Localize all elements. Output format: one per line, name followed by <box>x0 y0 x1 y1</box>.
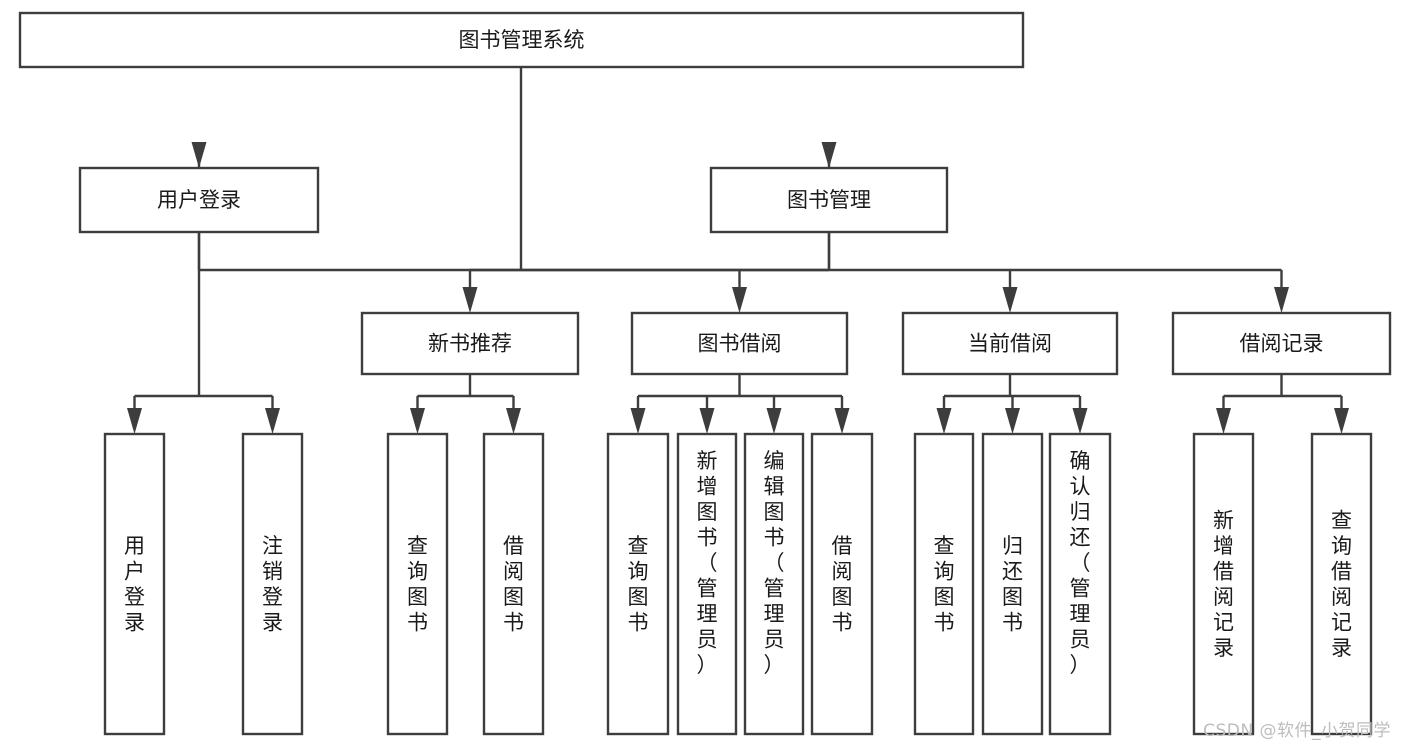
node-label: 用户登录 <box>157 188 241 212</box>
node-label: 查询图书 <box>628 534 649 635</box>
node-box <box>241 432 304 736</box>
node-label: 借阅记录 <box>1240 332 1324 356</box>
node-l3-1[interactable]: 图书借阅 <box>630 311 849 376</box>
node-box <box>360 311 580 376</box>
arrow-head-icon <box>936 408 952 434</box>
node-leaf-1[interactable]: 注销登录 <box>241 432 304 736</box>
arrow-head-icon <box>732 287 747 313</box>
arrow-head-icon <box>462 287 478 313</box>
node-box <box>676 432 738 736</box>
node-box <box>103 432 166 736</box>
node-box <box>386 432 449 736</box>
node-box <box>1048 432 1112 736</box>
node-label: 查询图书 <box>934 534 955 635</box>
node-leaf-9[interactable]: 归还图书 <box>981 432 1044 736</box>
arrow-head-icon <box>1005 408 1020 434</box>
arrow-head-icon <box>127 408 142 434</box>
node-leaf-4[interactable]: 查询图书 <box>606 432 670 736</box>
node-label: 注销登录 <box>262 534 283 635</box>
node-root-0[interactable]: 图书管理系统 <box>18 11 1025 69</box>
node-leaf-8[interactable]: 查询图书 <box>913 432 975 736</box>
node-box <box>981 432 1044 736</box>
node-leaf-11[interactable]: 新增借阅记录 <box>1192 432 1255 736</box>
arrow-head-icon <box>1216 408 1231 434</box>
arrow-head-icon <box>699 408 715 434</box>
node-leaf-5[interactable]: 新增图书（管理员） <box>676 432 738 736</box>
node-box <box>709 166 949 234</box>
node-label: 新增图书（管理员） <box>697 449 718 677</box>
node-l3-3[interactable]: 借阅记录 <box>1171 311 1392 376</box>
arrow-head-icon <box>1072 408 1088 434</box>
node-label: 图书借阅 <box>698 332 782 356</box>
arrow-head-icon <box>1334 408 1349 434</box>
node-label: 借阅图书 <box>832 534 853 635</box>
node-label: 确认归还（管理员） <box>1070 449 1091 677</box>
connector-layer <box>127 67 1349 434</box>
node-label: 用户登录 <box>124 534 145 635</box>
node-leaf-6[interactable]: 编辑图书（管理员） <box>743 432 805 736</box>
node-l3-0[interactable]: 新书推荐 <box>360 311 580 376</box>
node-leaf-7[interactable]: 借阅图书 <box>810 432 874 736</box>
node-leaf-0[interactable]: 用户登录 <box>103 432 166 736</box>
node-box <box>1310 432 1373 736</box>
node-box <box>810 432 874 736</box>
arrow-head-icon <box>821 142 837 168</box>
arrow-head-icon <box>766 408 782 434</box>
node-label: 查询借阅记录 <box>1331 508 1352 660</box>
node-box <box>630 311 849 376</box>
node-l2-0[interactable]: 用户登录 <box>78 166 320 234</box>
node-leaf-10[interactable]: 确认归还（管理员） <box>1048 432 1112 736</box>
node-label: 借阅图书 <box>503 534 524 635</box>
arrow-head-icon <box>506 408 521 434</box>
node-box <box>743 432 805 736</box>
node-box <box>901 311 1119 376</box>
node-label: 归还图书 <box>1002 534 1023 635</box>
node-box <box>913 432 975 736</box>
arrow-head-icon <box>630 408 646 434</box>
node-label: 查询图书 <box>407 534 428 635</box>
node-l3-2[interactable]: 当前借阅 <box>901 311 1119 376</box>
node-label: 图书管理 <box>787 188 871 212</box>
node-leaf-12[interactable]: 查询借阅记录 <box>1310 432 1373 736</box>
arrow-head-icon <box>834 408 850 434</box>
node-label: 图书管理系统 <box>459 28 585 52</box>
node-leaf-2[interactable]: 查询图书 <box>386 432 449 736</box>
node-label: 新书推荐 <box>428 332 512 356</box>
node-box <box>482 432 545 736</box>
arrow-head-icon <box>265 408 280 434</box>
node-leaf-3[interactable]: 借阅图书 <box>482 432 545 736</box>
node-box <box>78 166 320 234</box>
csdn-watermark: CSDN @软件_小贺同学 <box>1203 721 1391 741</box>
node-label: 编辑图书（管理员） <box>764 449 785 677</box>
node-box <box>18 11 1025 69</box>
node-box <box>1171 311 1392 376</box>
node-label: 当前借阅 <box>968 332 1052 356</box>
node-box <box>606 432 670 736</box>
node-l2-1[interactable]: 图书管理 <box>709 166 949 234</box>
arrow-head-icon <box>1274 287 1289 313</box>
node-layer: 图书管理系统用户登录图书管理新书推荐图书借阅当前借阅借阅记录用户登录注销登录查询… <box>18 11 1392 736</box>
node-box <box>1192 432 1255 736</box>
arrow-head-icon <box>191 142 207 168</box>
arrow-head-icon <box>410 408 425 434</box>
arrow-head-icon <box>1002 287 1018 313</box>
node-label: 新增借阅记录 <box>1213 508 1234 660</box>
